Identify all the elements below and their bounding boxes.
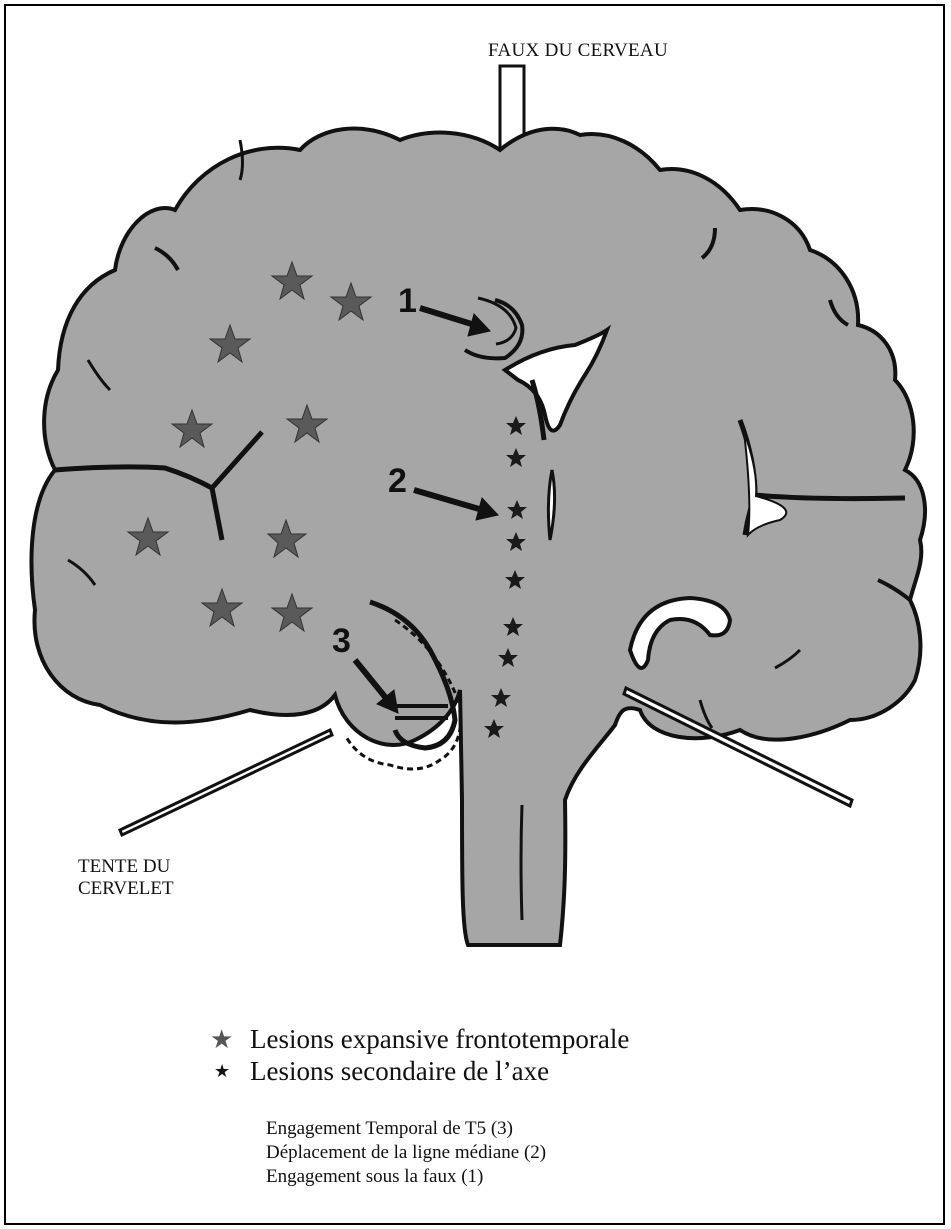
- tentorium-label: TENTE DU CERVELET: [78, 856, 174, 900]
- marker-2: 2: [388, 462, 407, 501]
- legend-large-star: ★ Lesions expansive frontotemporale: [210, 1024, 629, 1055]
- tentorium-label-line2: CERVELET: [78, 878, 174, 900]
- marker-1: 1: [398, 282, 417, 321]
- marker-3: 3: [332, 622, 351, 661]
- legend-small-star-text: Lesions secondaire de l’axe: [250, 1056, 549, 1087]
- tentorium-label-line1: TENTE DU: [78, 856, 174, 878]
- small-star-icon: ★: [210, 1061, 250, 1082]
- legend-large-star-text: Lesions expansive frontotemporale: [250, 1024, 629, 1055]
- legend-small-star: ★ Lesions secondaire de l’axe: [210, 1056, 549, 1087]
- falx-label: FAUX DU CERVEAU: [488, 40, 668, 62]
- engagement-temporal: Engagement Temporal de T5 (3): [266, 1118, 513, 1140]
- subfalcine-engagement: Engagement sous la faux (1): [266, 1166, 483, 1188]
- tentorium-left: [120, 730, 332, 835]
- midline-shift: Déplacement de la ligne médiane (2): [266, 1142, 546, 1164]
- brainstem-line: [521, 805, 522, 920]
- brain-outline: [32, 129, 925, 945]
- large-star-icon: ★: [210, 1025, 250, 1055]
